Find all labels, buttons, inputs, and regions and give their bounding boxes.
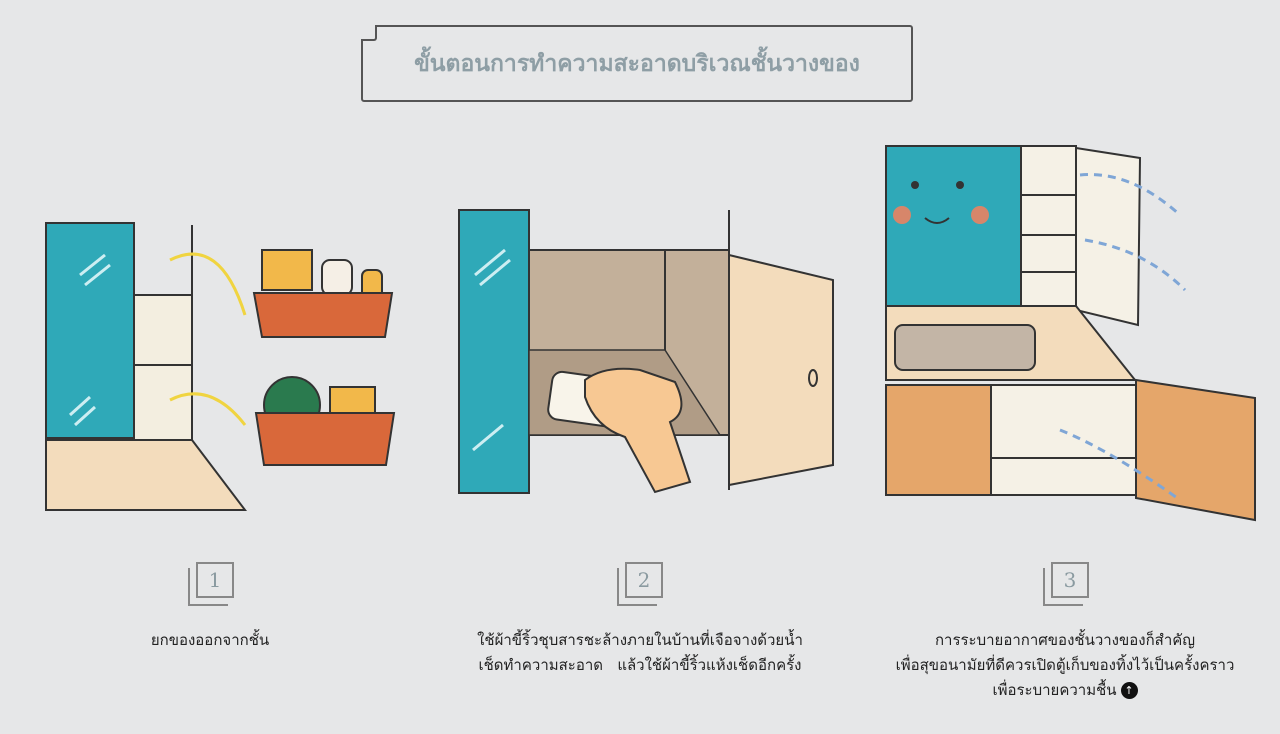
open-lower-door	[1135, 378, 1256, 522]
container	[261, 249, 313, 291]
illustration-remove-items	[45, 222, 396, 511]
step-3-caption: การระบายอากาศของชั้นวางของก็สำคัญ เพื่อส…	[895, 631, 1235, 699]
lower-cabinet	[990, 384, 1137, 496]
sink	[894, 324, 1036, 371]
mirror-shine	[68, 253, 111, 427]
step-1-caption: ยกของออกจากชั้น	[150, 631, 270, 649]
page-title: ขั้นตอนการทำความสะอาดบริเวณชั้นวางของ	[414, 50, 860, 77]
counter	[45, 439, 248, 511]
bottle	[321, 259, 353, 296]
illustration-ventilate-cabinet	[885, 145, 1256, 522]
lower-cabinet-door	[885, 384, 992, 496]
step-number-badge: 3	[1043, 562, 1089, 606]
cabinet-door	[728, 253, 834, 487]
hand	[584, 367, 692, 494]
arrow-icon	[169, 252, 247, 316]
open-door	[1075, 146, 1142, 327]
shelf-compartments	[133, 294, 193, 441]
smile-face	[924, 217, 950, 224]
illustration-wipe-shelf	[458, 209, 834, 494]
up-arrow-icon[interactable]: ↑	[1120, 682, 1138, 699]
shelf-compartments	[1020, 145, 1077, 307]
mirror	[458, 209, 530, 494]
folded-corner	[361, 25, 377, 41]
step-number-badge: 1	[188, 562, 234, 606]
step-number-badge: 2	[617, 562, 663, 606]
step-2-caption: ใช้ผ้าขี้ริ้วชุบสารชะล้างภายในบ้านที่เจื…	[477, 631, 803, 674]
title-box: ขั้นตอนการทำความสะอาดบริเวณชั้นวางของ	[361, 25, 913, 102]
basket	[252, 292, 394, 338]
mirror	[45, 222, 135, 439]
airflow-icon	[1059, 173, 1187, 502]
arrow-icon	[169, 392, 247, 426]
door-knob	[808, 369, 818, 387]
mirror	[885, 145, 1022, 307]
basket	[254, 412, 396, 466]
